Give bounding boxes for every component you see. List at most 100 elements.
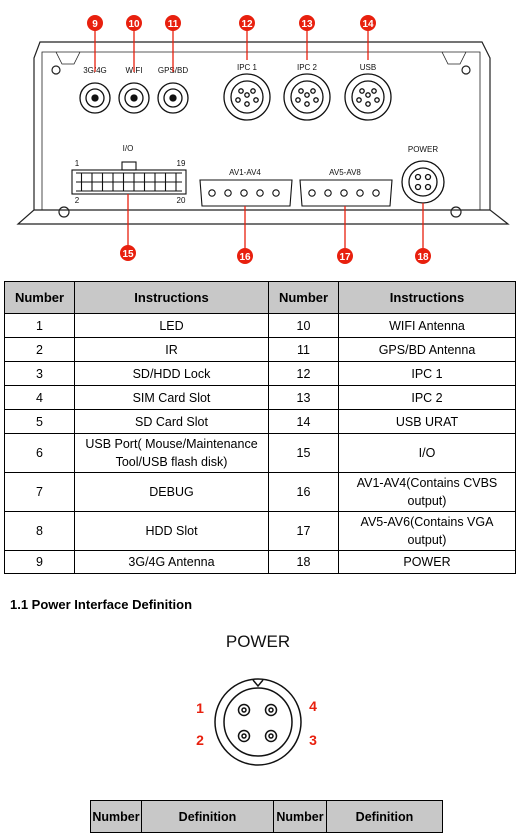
usb-connector bbox=[344, 73, 392, 121]
label-av5: AV5-AV8 bbox=[329, 168, 361, 177]
pin-label-4: 4 bbox=[309, 698, 317, 714]
svg-text:14: 14 bbox=[362, 19, 374, 30]
column-header: Definition bbox=[326, 800, 443, 833]
svg-text:19: 19 bbox=[177, 159, 186, 168]
table-cell: 12 bbox=[268, 361, 339, 386]
callout-16: 16 bbox=[237, 248, 253, 264]
device-rear-panel-diagram: 3G/4G WIFI GPS/BD IPC 1 IPC 2 USB I/O 1 … bbox=[16, 15, 510, 264]
table-cell: 9 bbox=[4, 550, 75, 574]
table-cell: SIM Card Slot bbox=[74, 385, 269, 410]
table-cell: 1 bbox=[4, 313, 75, 338]
table-cell: 3G/4G Antenna bbox=[74, 550, 269, 574]
power-diagram-title: POWER bbox=[226, 632, 290, 651]
table-cell: HDD Slot bbox=[74, 511, 269, 551]
column-header: Number bbox=[90, 800, 142, 833]
table-cell: IPC 1 bbox=[338, 361, 516, 386]
label-usb: USB bbox=[360, 63, 376, 72]
callout-badges: 9 10 11 12 13 14 15 16 17 18 bbox=[87, 15, 431, 264]
power-connector bbox=[401, 160, 445, 204]
instructions-table: Number Instructions Number Instructions … bbox=[4, 281, 516, 574]
label-power: POWER bbox=[408, 145, 438, 154]
svg-text:12: 12 bbox=[241, 19, 253, 30]
table-cell: 18 bbox=[268, 550, 339, 574]
table-cell: IPC 2 bbox=[338, 385, 516, 410]
table-cell: LED bbox=[74, 313, 269, 338]
svg-text:10: 10 bbox=[128, 19, 140, 30]
table-cell: 17 bbox=[268, 511, 339, 551]
table-cell: WIFI Antenna bbox=[338, 313, 516, 338]
callout-18: 18 bbox=[415, 248, 431, 264]
section-title: 1.1 Power Interface Definition bbox=[10, 597, 193, 612]
svg-text:16: 16 bbox=[239, 252, 251, 263]
table-cell: AV1-AV4(Contains CVBS output) bbox=[338, 472, 516, 512]
ipc1-connector bbox=[223, 73, 271, 121]
callout-9: 9 bbox=[87, 15, 103, 31]
pin-label-3: 3 bbox=[309, 732, 317, 748]
pin-label-1: 1 bbox=[196, 700, 204, 716]
table-header-row: Number Instructions Number Instructions bbox=[4, 281, 516, 314]
pin-3 bbox=[264, 729, 278, 743]
av1-av4-connector bbox=[199, 179, 293, 207]
svg-text:13: 13 bbox=[301, 19, 313, 30]
callout-17: 17 bbox=[337, 248, 353, 264]
power-pin-diagram: POWER 1 2 3 4 bbox=[196, 632, 317, 766]
table-cell: 3 bbox=[4, 361, 75, 386]
table-cell: 15 bbox=[268, 433, 339, 473]
callout-11: 11 bbox=[165, 15, 181, 31]
label-ipc2: IPC 2 bbox=[297, 63, 318, 72]
table-cell: 6 bbox=[4, 433, 75, 473]
column-header: Instructions bbox=[74, 281, 269, 314]
table-cell: 14 bbox=[268, 409, 339, 434]
svg-text:18: 18 bbox=[417, 252, 429, 263]
table-cell: 16 bbox=[268, 472, 339, 512]
table-cell: USB Port( Mouse/Maintenance Tool/USB fla… bbox=[74, 433, 269, 473]
power-definition-table: Number Definition Number Definition bbox=[90, 800, 443, 833]
table-cell: 13 bbox=[268, 385, 339, 410]
label-av1: AV1-AV4 bbox=[229, 168, 261, 177]
label-io: I/O bbox=[123, 144, 134, 153]
table-cell: 5 bbox=[4, 409, 75, 434]
label-ipc1: IPC 1 bbox=[237, 63, 258, 72]
table-cell: AV5-AV6(Contains VGA output) bbox=[338, 511, 516, 551]
callout-15: 15 bbox=[120, 245, 136, 261]
pin-1 bbox=[237, 703, 251, 717]
callout-12: 12 bbox=[239, 15, 255, 31]
table-cell: 11 bbox=[268, 337, 339, 362]
pin-4 bbox=[264, 703, 278, 717]
table-cell: SD Card Slot bbox=[74, 409, 269, 434]
av5-av8-connector bbox=[299, 179, 393, 207]
3g-antenna-connector bbox=[79, 82, 111, 114]
table-cell: GPS/BD Antenna bbox=[338, 337, 516, 362]
wifi-antenna-connector bbox=[118, 82, 150, 114]
table-cell: 4 bbox=[4, 385, 75, 410]
table-cell: 8 bbox=[4, 511, 75, 551]
table-header-row: Number Definition Number Definition bbox=[90, 800, 443, 833]
svg-text:2: 2 bbox=[75, 196, 80, 205]
table-cell: IR bbox=[74, 337, 269, 362]
svg-text:11: 11 bbox=[168, 19, 179, 30]
column-header: Number bbox=[273, 800, 327, 833]
svg-text:20: 20 bbox=[177, 196, 186, 205]
svg-text:15: 15 bbox=[122, 249, 134, 260]
column-header: Number bbox=[4, 281, 75, 314]
table-cell: SD/HDD Lock bbox=[74, 361, 269, 386]
pin-label-2: 2 bbox=[196, 732, 204, 748]
table-cell: POWER bbox=[338, 550, 516, 574]
io-connector bbox=[71, 161, 187, 195]
table-cell: 10 bbox=[268, 313, 339, 338]
column-header: Number bbox=[268, 281, 339, 314]
callout-13: 13 bbox=[299, 15, 315, 31]
callout-10: 10 bbox=[126, 15, 142, 31]
table-cell: 2 bbox=[4, 337, 75, 362]
column-header: Definition bbox=[141, 800, 274, 833]
column-header: Instructions bbox=[338, 281, 516, 314]
